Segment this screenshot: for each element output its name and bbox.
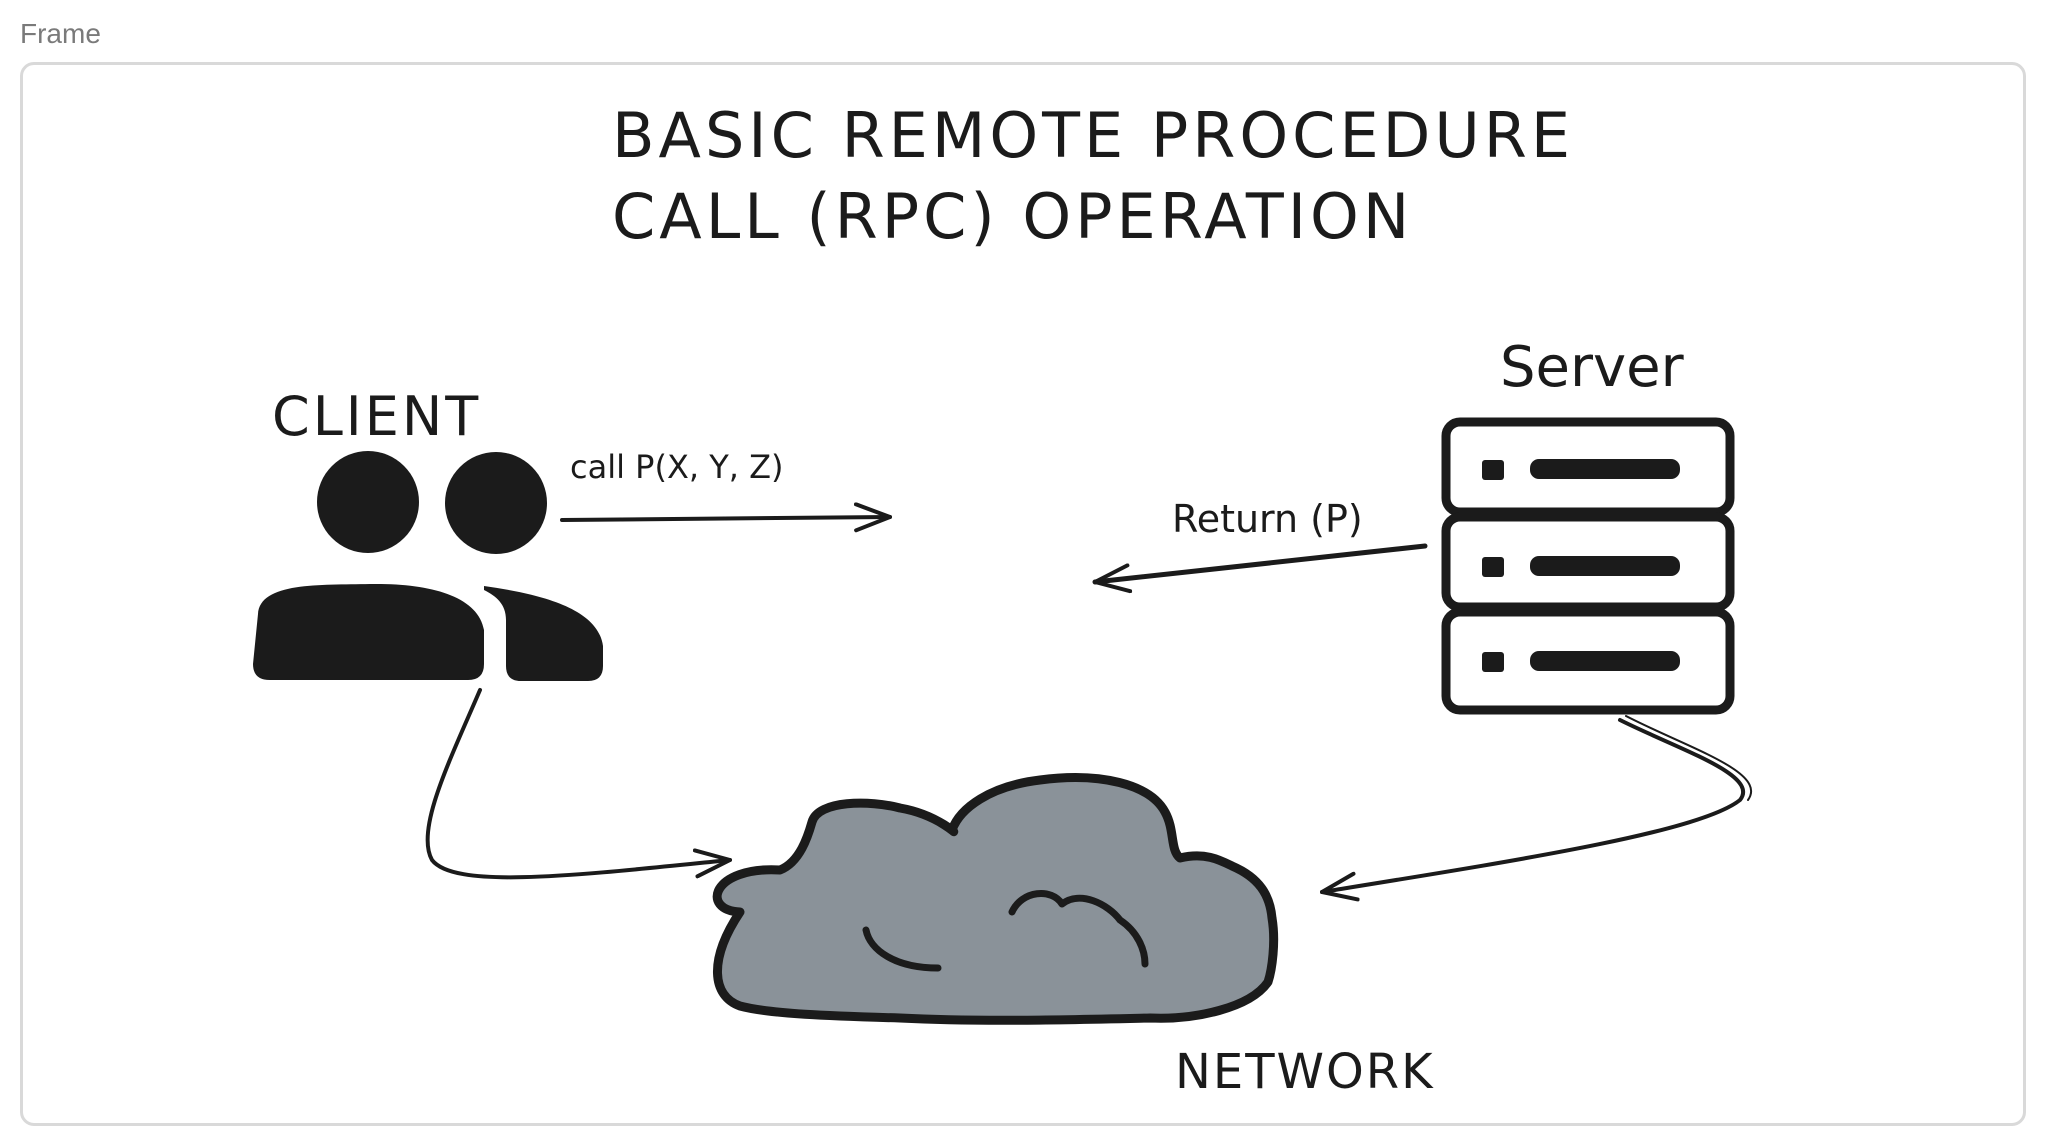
return-arrow [1092, 543, 1428, 594]
client-network-arrow [425, 688, 732, 880]
server-label: Server [1500, 335, 1685, 400]
call-label: call P(X, Y, Z) [570, 448, 784, 486]
server-network-arrow [1320, 718, 1745, 902]
call-arrow [560, 502, 892, 533]
diagram-title-line2: CALL (RPC) OPERATION [612, 180, 1413, 253]
users-icon [253, 451, 603, 681]
return-label: Return (P) [1172, 497, 1363, 541]
network-label: NETWORK [1175, 1044, 1435, 1100]
diagram-title-line1: BASIC REMOTE PROCEDURE [612, 99, 1574, 172]
client-label: CLIENT [272, 385, 481, 448]
frame-label: Frame [20, 18, 101, 49]
cloud-icon [712, 773, 1279, 1025]
server-rack-icon [1441, 417, 1735, 715]
